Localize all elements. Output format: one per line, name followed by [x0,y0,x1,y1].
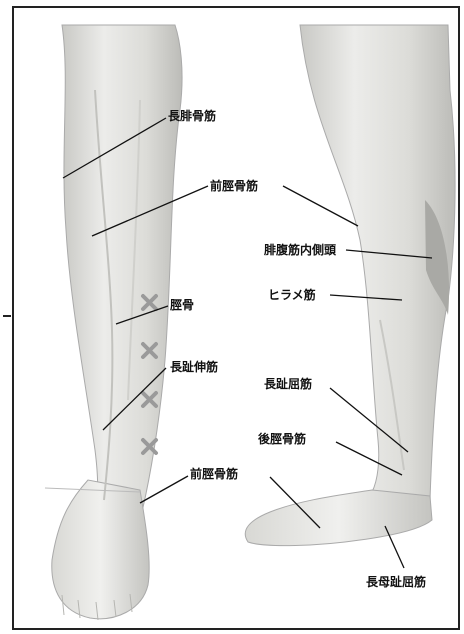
label-tibialis-anterior-lower: 前脛骨筋 [190,467,238,481]
label-soleus: ヒラメ筋 [268,288,316,302]
label-extensor-digitorum-longus: 長趾伸筋 [170,360,218,374]
label-tibialis-anterior-upper: 前脛骨筋 [210,179,258,193]
right-leg [245,25,455,546]
label-peroneus-longus: 長腓骨筋 [168,109,216,123]
label-gastrocnemius-medial: 腓腹筋内側頭 [264,243,336,257]
label-tibialis-posterior: 後脛骨筋 [258,432,306,446]
label-flexor-digitorum-longus: 長趾屈筋 [264,377,312,391]
left-leg [45,25,182,620]
label-tibia: 脛骨 [170,298,194,312]
label-flexor-hallucis-longus: 長母趾屈筋 [366,575,426,589]
